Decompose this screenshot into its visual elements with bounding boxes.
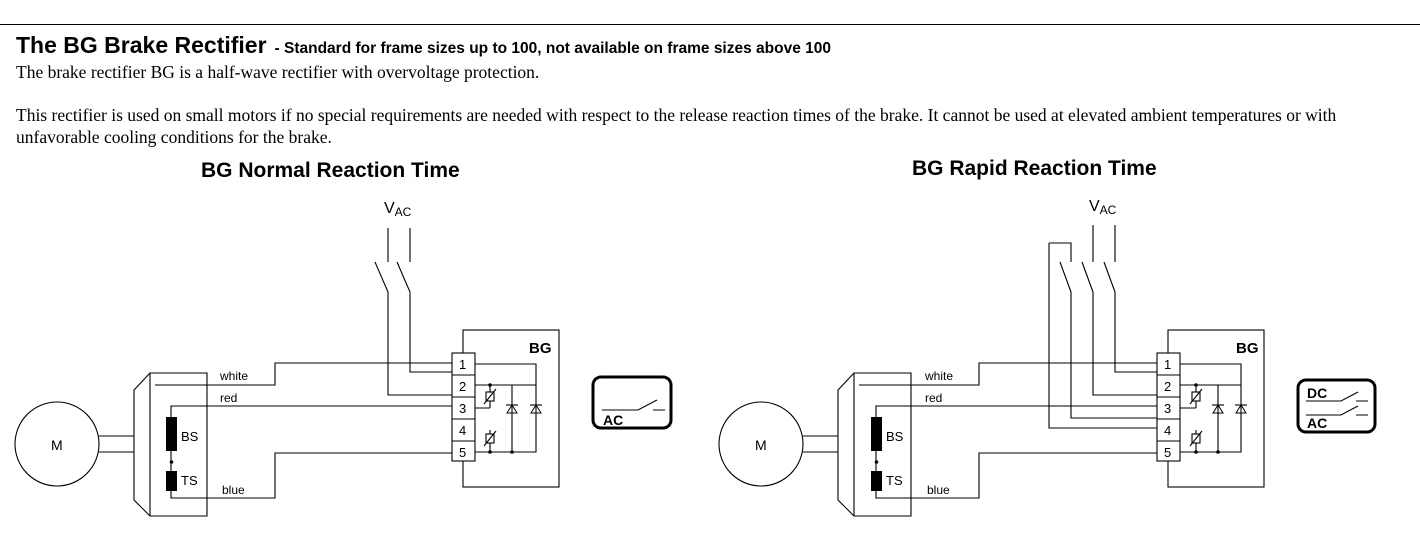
intro-paragraph: The brake rectifier BG is a half-wave re… [16, 62, 540, 82]
rapid-white-wire [859, 362, 1157, 386]
rapid-supply-line-1 [1081, 225, 1157, 396]
normal-terminal-block [451, 352, 476, 462]
normal-motor: M [14, 401, 134, 487]
normal-terminal-2: 2 [459, 379, 466, 394]
rapid-vac-label: VAC [1089, 198, 1117, 217]
top-rule [0, 24, 1420, 25]
normal-diagram-title: BG Normal Reaction Time [201, 159, 460, 182]
rapid-terminal-5: 5 [1164, 445, 1171, 460]
rapid-thermal-switch [871, 471, 882, 491]
rapid-switch-dc-label: DC [1307, 385, 1327, 401]
rapid-motor-label: M [755, 437, 767, 453]
normal-red-wire [170, 405, 452, 417]
rapid-dc-loop [1048, 242, 1157, 429]
heading-title: The BG Brake Rectifier [16, 32, 267, 58]
normal-supply-line-1 [374, 228, 452, 396]
section-heading: The BG Brake Rectifier - Standard for fr… [16, 32, 831, 59]
normal-brake-coil-label: BS [181, 429, 199, 444]
normal-terminal-housing [133, 372, 208, 517]
normal-rectifier-circuit [475, 363, 542, 454]
normal-motor-label: M [51, 437, 63, 453]
normal-blue-label: blue [222, 483, 245, 497]
rapid-red-label: red [925, 391, 942, 405]
rapid-supply-line-2 [1103, 225, 1157, 373]
normal-diagram: VAC M BS TS white red blue BG [14, 200, 673, 517]
normal-terminal-5: 5 [459, 445, 466, 460]
rapid-white-label: white [924, 369, 953, 383]
heading-subtitle: - Standard for frame sizes up to 100, no… [274, 40, 832, 57]
usage-paragraph: This rectifier is used on small motors i… [16, 105, 1337, 147]
normal-thermal-switch [166, 471, 177, 491]
rapid-red-wire [875, 405, 1157, 417]
rapid-switch-symbol: DC AC [1296, 378, 1377, 434]
normal-switch-symbol: AC [591, 375, 673, 430]
rapid-terminal-1: 1 [1164, 357, 1171, 372]
normal-brake-coil [166, 417, 177, 451]
normal-white-wire [155, 362, 452, 386]
normal-terminal-4: 4 [459, 423, 466, 438]
rapid-blue-label: blue [927, 483, 950, 497]
rapid-rectifier-circuit [1180, 363, 1247, 454]
rapid-terminal-block [1156, 352, 1181, 462]
rapid-rectifier-label: BG [1236, 340, 1259, 357]
rapid-terminal-2: 2 [1164, 379, 1171, 394]
rapid-thermal-label: TS [886, 473, 903, 488]
rapid-terminal-housing [837, 372, 912, 517]
normal-switch-ac-label: AC [603, 412, 623, 428]
normal-white-label: white [219, 369, 248, 383]
rapid-brake-coil [871, 417, 882, 451]
normal-vac-label: VAC [384, 200, 412, 219]
rapid-diagram-title: BG Rapid Reaction Time [912, 157, 1157, 180]
rapid-diagram: VAC M BS TS white red blue BG 1 2 3 [718, 198, 1377, 517]
rapid-motor: M [718, 401, 838, 487]
normal-rectifier-label: BG [529, 340, 552, 357]
rapid-switch-ac-label: AC [1307, 415, 1327, 431]
rapid-terminal-4: 4 [1164, 423, 1171, 438]
normal-supply-line-2 [396, 228, 452, 373]
normal-red-label: red [220, 391, 237, 405]
normal-thermal-label: TS [181, 473, 198, 488]
normal-terminal-3: 3 [459, 401, 466, 416]
normal-terminal-1: 1 [459, 357, 466, 372]
rapid-terminal-3: 3 [1164, 401, 1171, 416]
rapid-brake-coil-label: BS [886, 429, 904, 444]
